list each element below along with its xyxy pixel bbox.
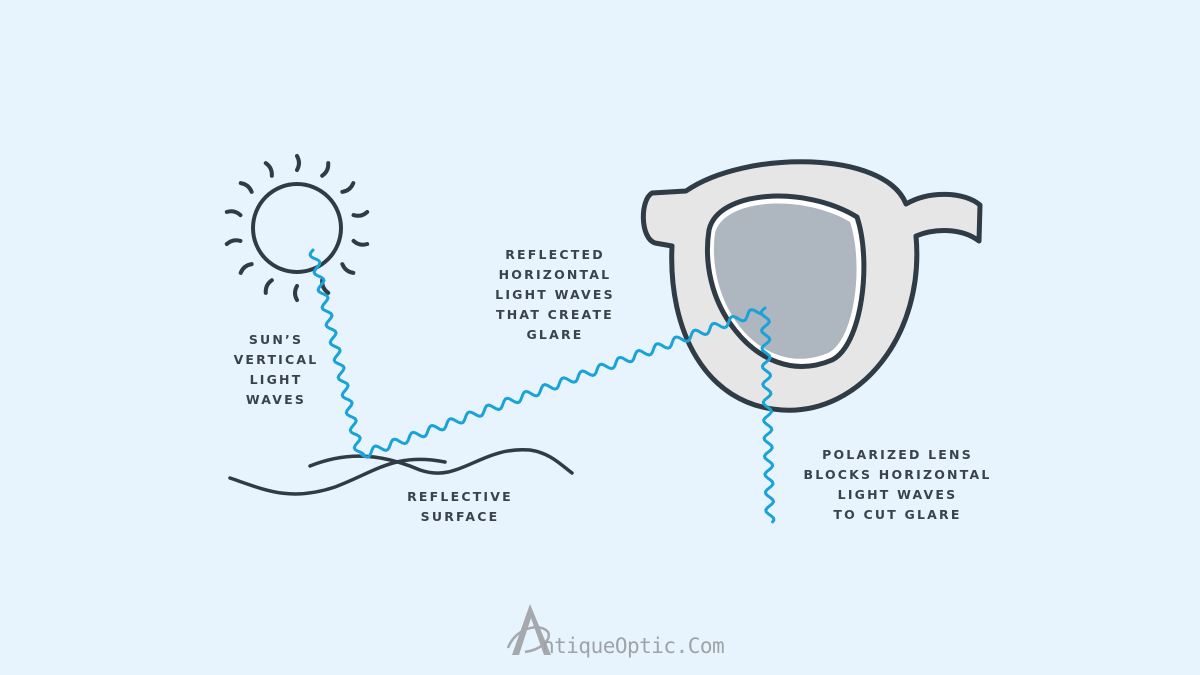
logo-mark bbox=[506, 604, 551, 655]
sun-ray bbox=[224, 238, 243, 247]
label-reflective-surface: REFLECTIVE SURFACE bbox=[405, 487, 515, 527]
label-polarized-lens: POLARIZED LENS BLOCKS HORIZONTAL LIGHT W… bbox=[795, 445, 1000, 525]
label-line: POLARIZED LENS bbox=[822, 447, 973, 462]
glasses-frame bbox=[640, 159, 983, 413]
label-line: LIGHT WAVES bbox=[495, 287, 615, 302]
label-line: HORIZONTAL bbox=[498, 267, 612, 282]
sun-ray bbox=[351, 209, 370, 218]
vertical-light-wave bbox=[308, 248, 365, 456]
reflective-surface bbox=[228, 448, 574, 496]
label-line: TO CUT GLARE bbox=[833, 507, 962, 522]
sun-ray bbox=[295, 154, 301, 172]
label-line: LIGHT WAVES bbox=[837, 487, 958, 502]
sun-ray bbox=[263, 161, 274, 178]
label-line: SUN’S bbox=[248, 332, 304, 347]
label-line: WAVES bbox=[245, 392, 307, 407]
label-line: BLOCKS HORIZONTAL bbox=[803, 467, 992, 482]
label-line: REFLECTIVE bbox=[407, 489, 513, 504]
sun-ray bbox=[238, 181, 254, 194]
label-line: GLARE bbox=[526, 327, 584, 342]
light-waves bbox=[308, 248, 776, 524]
label-sun-vertical-waves: SUN’S VERTICAL LIGHT WAVES bbox=[226, 330, 326, 410]
sun-ray bbox=[224, 209, 243, 218]
reflected-light-wave bbox=[360, 308, 764, 459]
sun-ray bbox=[263, 278, 274, 295]
sun-ray bbox=[293, 284, 299, 302]
logo-text: ntiqueOptic.Com bbox=[542, 634, 725, 658]
sun-ray bbox=[340, 262, 356, 275]
transmitted-light-wave bbox=[759, 306, 776, 524]
sun-icon bbox=[224, 154, 370, 302]
label-line: REFLECTED bbox=[505, 247, 605, 262]
label-line: VERTICAL bbox=[233, 352, 319, 367]
sun-ray bbox=[340, 181, 356, 194]
label-line: SURFACE bbox=[420, 509, 500, 524]
sun-ray bbox=[320, 161, 331, 178]
label-reflected-waves: REFLECTED HORIZONTAL LIGHT WAVES THAT CR… bbox=[480, 245, 630, 345]
sun-ray bbox=[351, 238, 370, 247]
label-line: THAT CREATE bbox=[496, 307, 614, 322]
sun-ray bbox=[238, 262, 254, 275]
label-line: LIGHT bbox=[249, 372, 303, 387]
